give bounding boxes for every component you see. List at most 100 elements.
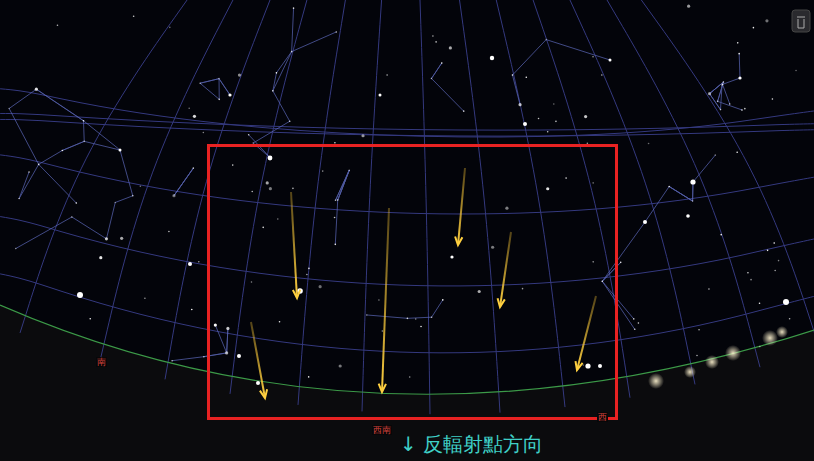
meteor-arrowhead [293,290,300,298]
direction-text: 西 [597,412,608,422]
star [490,56,494,60]
star [587,143,589,145]
star [463,110,465,112]
star [337,199,339,201]
star [553,103,555,105]
meteor-trail [500,232,511,307]
star [238,74,241,77]
star [478,290,481,293]
star [225,351,228,354]
star [698,329,700,331]
caption: ↓ 反輻射點方向 [400,431,543,458]
star [708,288,710,290]
star [744,108,746,110]
star [772,98,774,100]
direction-label: 西南 [372,419,392,437]
star [720,109,722,111]
coordinate-grid [0,0,814,414]
star [648,143,650,145]
star [35,88,38,91]
star [339,364,342,367]
meteor-trail [251,322,265,398]
star [690,179,695,184]
star [450,255,453,258]
star [308,268,310,270]
direction-label: 西 [597,406,608,424]
star [276,72,278,74]
star [715,154,717,156]
star [759,346,761,348]
star [692,200,694,202]
star [431,78,433,80]
star [523,122,527,126]
star [767,250,769,252]
star [759,302,761,304]
star [505,207,508,210]
star [582,364,584,366]
star [609,59,612,62]
star [738,53,740,55]
star [386,74,388,76]
star [643,220,647,224]
star [738,76,741,79]
star [382,330,384,332]
star [601,281,603,283]
star [708,92,711,95]
star [765,19,768,22]
star [525,76,527,78]
star [262,227,264,229]
star [774,270,776,272]
star [638,322,640,324]
star [62,150,64,152]
star [522,288,524,290]
star [8,108,10,110]
star [251,281,253,283]
star [696,355,698,357]
star [272,90,274,92]
star [361,134,364,137]
star [795,70,797,72]
star [518,103,521,106]
star [193,115,196,118]
star [747,272,749,274]
star [379,94,382,97]
meteor-arrowhead [455,236,462,245]
trash-icon-glyph [797,17,805,28]
star [99,256,102,259]
star [132,195,134,197]
star [378,299,380,301]
star [308,376,310,378]
star [435,41,437,43]
star [750,279,752,281]
star [415,318,417,320]
meteor-arrowhead [498,298,505,307]
star [193,167,195,169]
meteor-trail [382,208,389,392]
star [188,262,192,266]
highlight-frame [209,146,617,419]
star [592,56,594,58]
star [334,244,336,246]
star [38,164,40,166]
star [736,152,738,154]
star [512,74,514,76]
star [133,15,135,17]
star [171,360,173,362]
milky-way-glow [648,326,788,389]
star [322,170,324,172]
star [140,186,142,188]
star [555,121,557,123]
star [293,7,295,9]
star [144,298,146,300]
star [292,188,294,190]
star [306,274,308,276]
star [172,194,175,197]
star [420,326,422,328]
ground [0,305,814,461]
star [789,318,791,320]
star [228,93,231,96]
star [334,142,336,144]
direction-text: 南 [96,357,107,367]
